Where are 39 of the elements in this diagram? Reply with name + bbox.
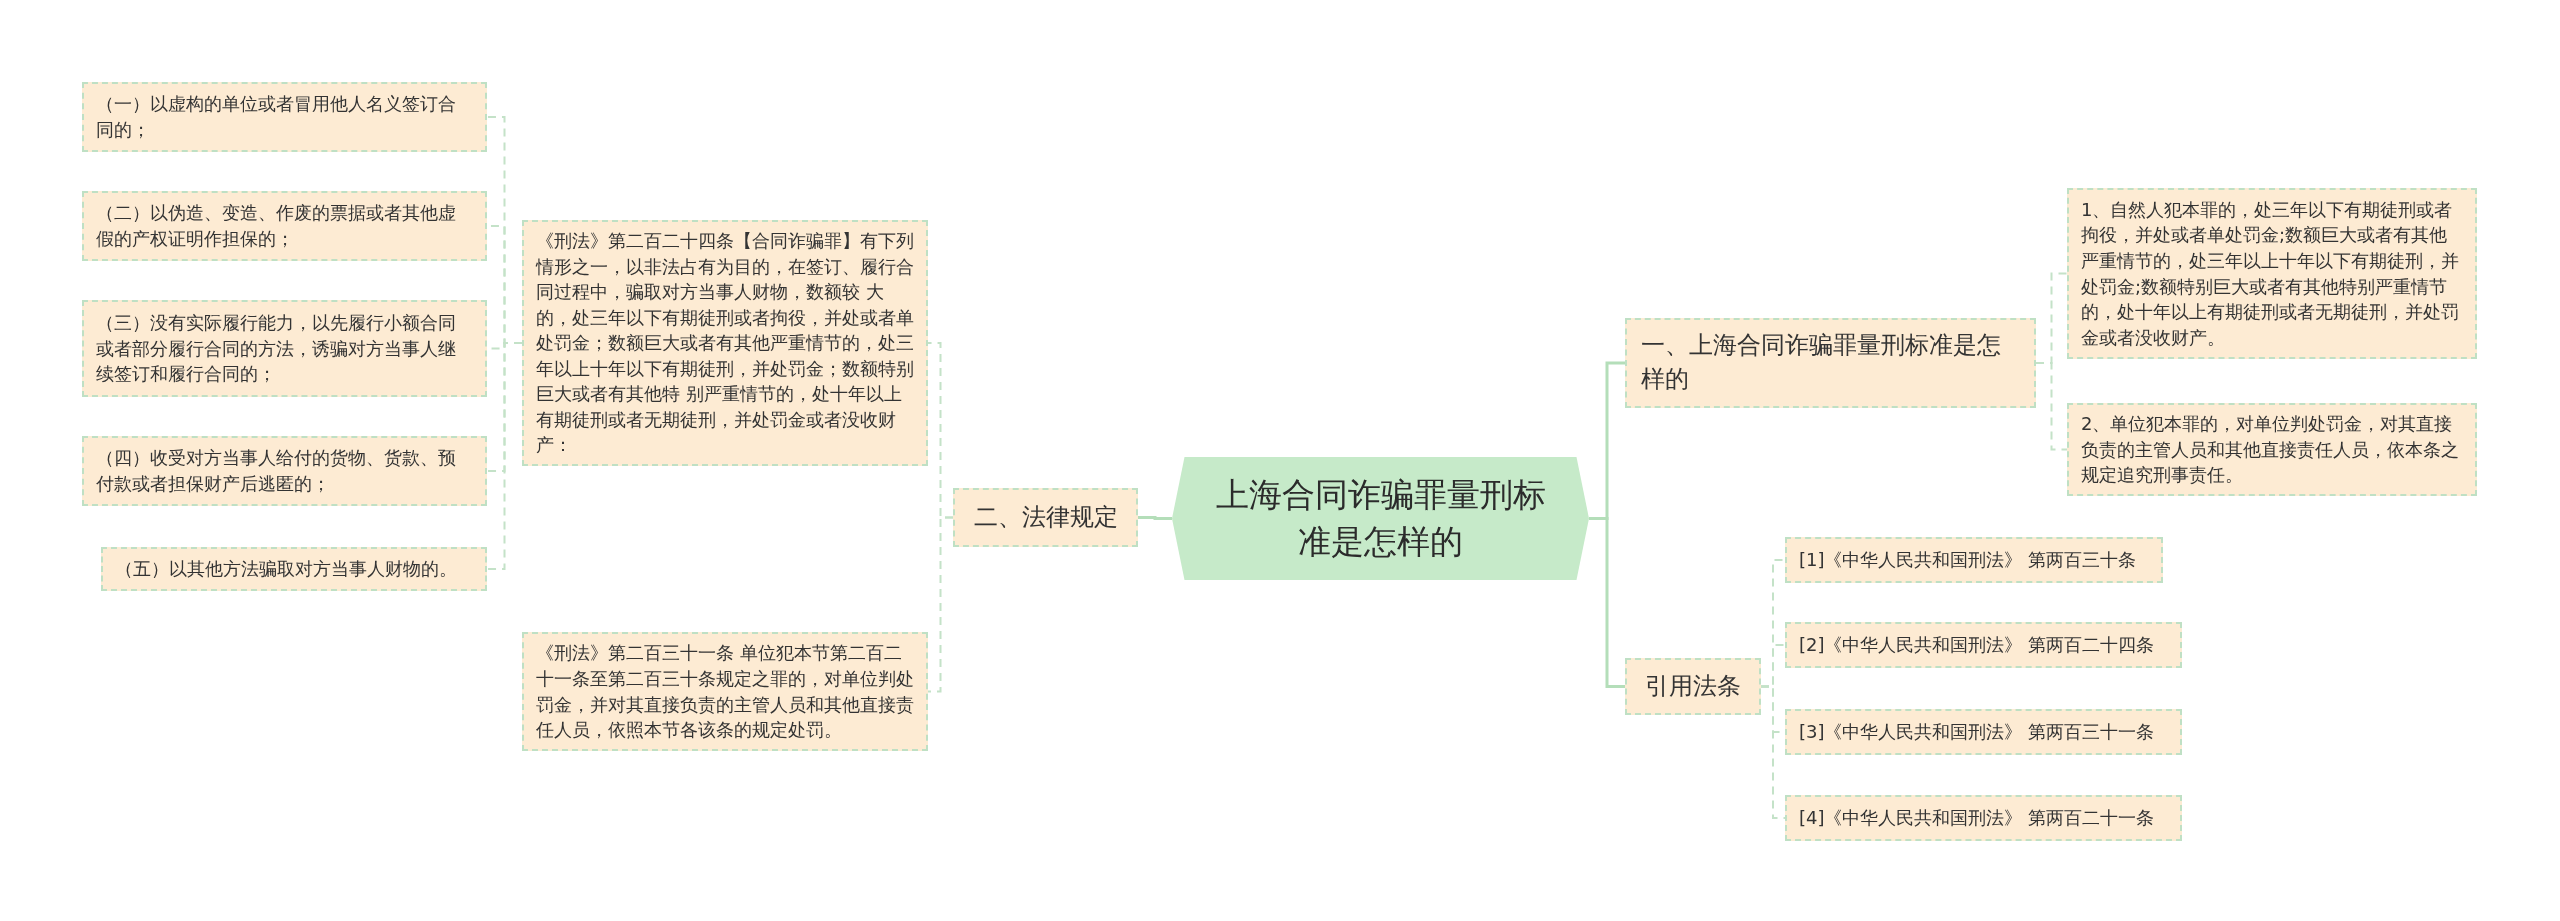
node-text: 引用法条 [1645, 670, 1741, 702]
topic-box [82, 82, 487, 152]
topic-box [82, 191, 487, 261]
topic-box [1625, 658, 1761, 715]
connector [1589, 517, 1625, 688]
node-text: （三）没有实际履行能力，以先履行小额合同或者部分履行合同的方法，诱骗对方当事人继续签订和履行合同的； [96, 311, 457, 387]
topic-box [522, 632, 928, 751]
node-text: 1、自然人犯本罪的，处三年以下有期徒刑或者拘役，并处或者单处罚金;数额巨大或者有其他严重情节的，处三年以上十年以下有期徒刑，并处罚金;数额特别巨大或者有其他特别严重情节的，处十年以上有期徒刑或者无期徒刑，并处罚金或者没收财产。 [2081, 197, 2460, 350]
node-text: 《刑法》第二百三十一条 单位犯本节第二百二十一条至第二百三十条规定之罪的，对单位判处罚金，并对其直接负责的主管人员和其他直接责任人员，依照本节各该条的规定处罚。 [536, 641, 914, 743]
title-text: 上海合同诈骗罪量刑标准是怎样的 [1214, 474, 1547, 563]
node-text: 《刑法》第二百二十四条【合同诈骗罪】有下列情形之一，以非法占有为目的，在签订、履行合同过程中，骗取对方当事人财物，数额较 大的，处三年以下有期徒刑或者拘役，并处或者单处罚金；数额巨大或者有其他严重情节的，处三年以上十年以下有期徒刑，并处罚金；数额特别巨大或者有其他特 别严重情节的，处十年以上有期徒刑或者无期徒刑，并处罚金或者没收财产： [536, 229, 914, 458]
connector [1760, 685, 1786, 819]
node-text: 一、上海合同诈骗罪量刑标准是怎样的 [1641, 330, 2002, 395]
node-text: 2、单位犯本罪的，对单位判处罚金，对其直接负责的主管人员和其他直接责任人员，依本条之规定追究刑事责任。 [2081, 412, 2460, 488]
central-topic [1172, 457, 1589, 580]
topic-box [2067, 403, 2477, 496]
topic-box [953, 488, 1138, 547]
topic-box [2067, 188, 2477, 359]
topic-box [1785, 795, 2182, 841]
node-text: （二）以伪造、变造、作废的票据或者其他虚假的产权证明作担保的； [96, 201, 457, 251]
topic-box [1625, 318, 2036, 408]
node-text: [4]《中华人民共和国刑法》 第两百二十一条 [1799, 806, 2155, 831]
topic-box [1785, 709, 2182, 755]
topic-box [82, 436, 487, 506]
node-text: （五）以其他方法骗取对方当事人财物的。 [115, 557, 457, 582]
connector [927, 516, 954, 693]
connector [2035, 362, 2068, 451]
connector [486, 341, 523, 570]
topic-box [1785, 622, 2182, 668]
connector [1138, 516, 1172, 520]
node-text: [3]《中华人民共和国刑法》 第两百三十一条 [1799, 720, 2155, 745]
topic-box [101, 547, 487, 591]
topic-box [82, 300, 487, 397]
topic-box [1785, 537, 2163, 583]
node-text: 二、法律规定 [973, 501, 1118, 533]
node-text: （四）收受对方当事人给付的货物、货款、预付款或者担保财产后逃匿的； [96, 446, 457, 496]
node-text: [2]《中华人民共和国刑法》 第两百二十四条 [1799, 633, 2155, 658]
node-text: （一）以虚构的单位或者冒用他人名义签订合同的； [96, 92, 457, 142]
node-text: [1]《中华人民共和国刑法》 第两百三十条 [1799, 548, 2137, 573]
